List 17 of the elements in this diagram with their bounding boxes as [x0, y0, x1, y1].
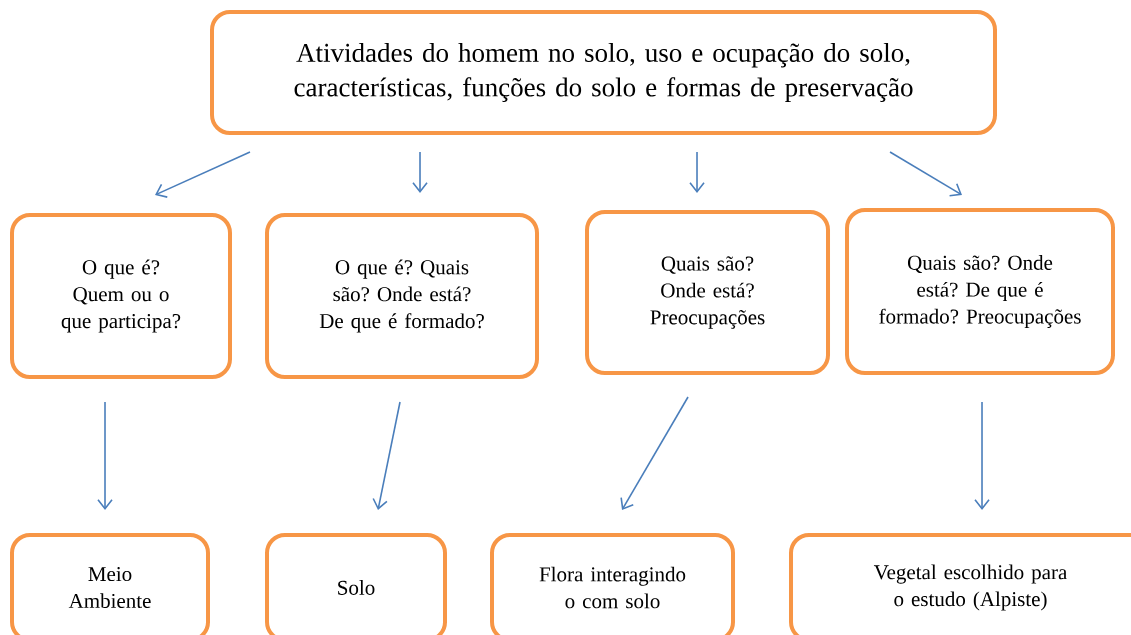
arrow: [97, 401, 113, 510]
arrow: [974, 401, 990, 510]
arrow: [372, 401, 401, 510]
question-box: Vegetal escolhido para o estudo (Alpiste): [789, 533, 1131, 635]
question-box: Solo: [265, 533, 447, 635]
question-box: Atividades do homem no solo, uso e ocupação do solo, características, funções do solo e formas de preservação: [210, 10, 997, 135]
arrow: [412, 151, 428, 193]
question-box: O que é? Quais são? Onde está? De que é formado?: [265, 213, 539, 379]
question-box: Meio Ambiente: [10, 533, 210, 635]
question-box: O que é? Quem ou o que participa?: [10, 213, 232, 379]
arrow: [889, 151, 962, 197]
arrow: [689, 151, 705, 193]
question-box: Quais são? Onde está? De que é formado? Preocupações: [845, 208, 1115, 375]
question-box: Quais são? Onde está? Preocupações: [585, 210, 830, 375]
question-box: Flora interagindo o com solo: [490, 533, 735, 635]
arrow: [155, 151, 251, 198]
arrow: [620, 396, 689, 510]
